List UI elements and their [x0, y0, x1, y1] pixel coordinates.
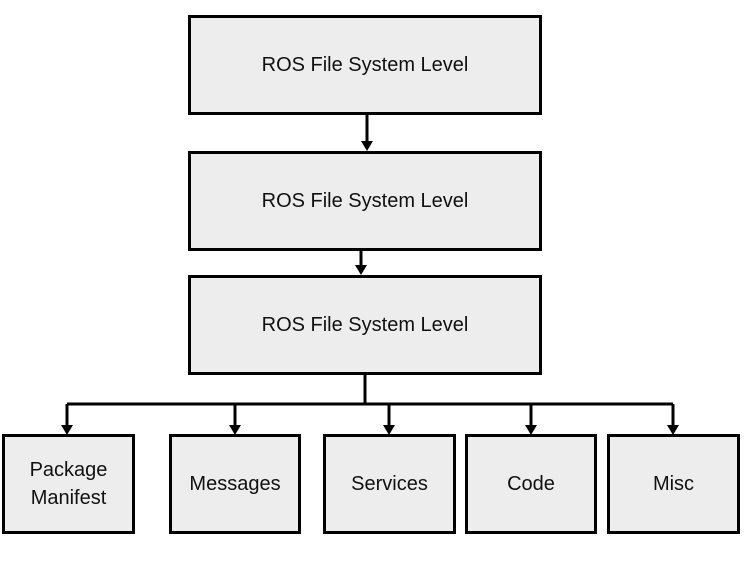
- child-label: Package Manifest: [29, 459, 108, 509]
- child-label: Code: [507, 473, 555, 495]
- child-box-package-manifest: Package Manifest: [2, 434, 135, 534]
- level-box-2: ROS File System Level: [188, 151, 542, 251]
- level-box-3: ROS File System Level: [188, 275, 542, 375]
- child-label: Misc: [652, 473, 695, 495]
- child-label: Services: [351, 473, 428, 495]
- child-label: Messages: [189, 473, 281, 495]
- level-label: ROS File System Level: [261, 313, 469, 336]
- level-label: ROS File System Level: [261, 189, 469, 212]
- child-box-code: Code: [465, 434, 597, 534]
- child-box-services: Services: [323, 434, 456, 534]
- arrowhead: [355, 265, 367, 275]
- arrowhead: [383, 425, 395, 435]
- level-box-1: ROS File System Level: [188, 15, 542, 115]
- child-box-messages: Messages: [169, 434, 301, 534]
- arrowhead: [61, 425, 73, 435]
- arrowhead: [525, 425, 537, 435]
- arrowhead: [229, 425, 241, 435]
- arrowhead: [361, 141, 373, 151]
- level-label: ROS File System Level: [261, 53, 469, 76]
- arrowhead: [667, 425, 679, 435]
- child-box-misc: Misc: [607, 434, 740, 534]
